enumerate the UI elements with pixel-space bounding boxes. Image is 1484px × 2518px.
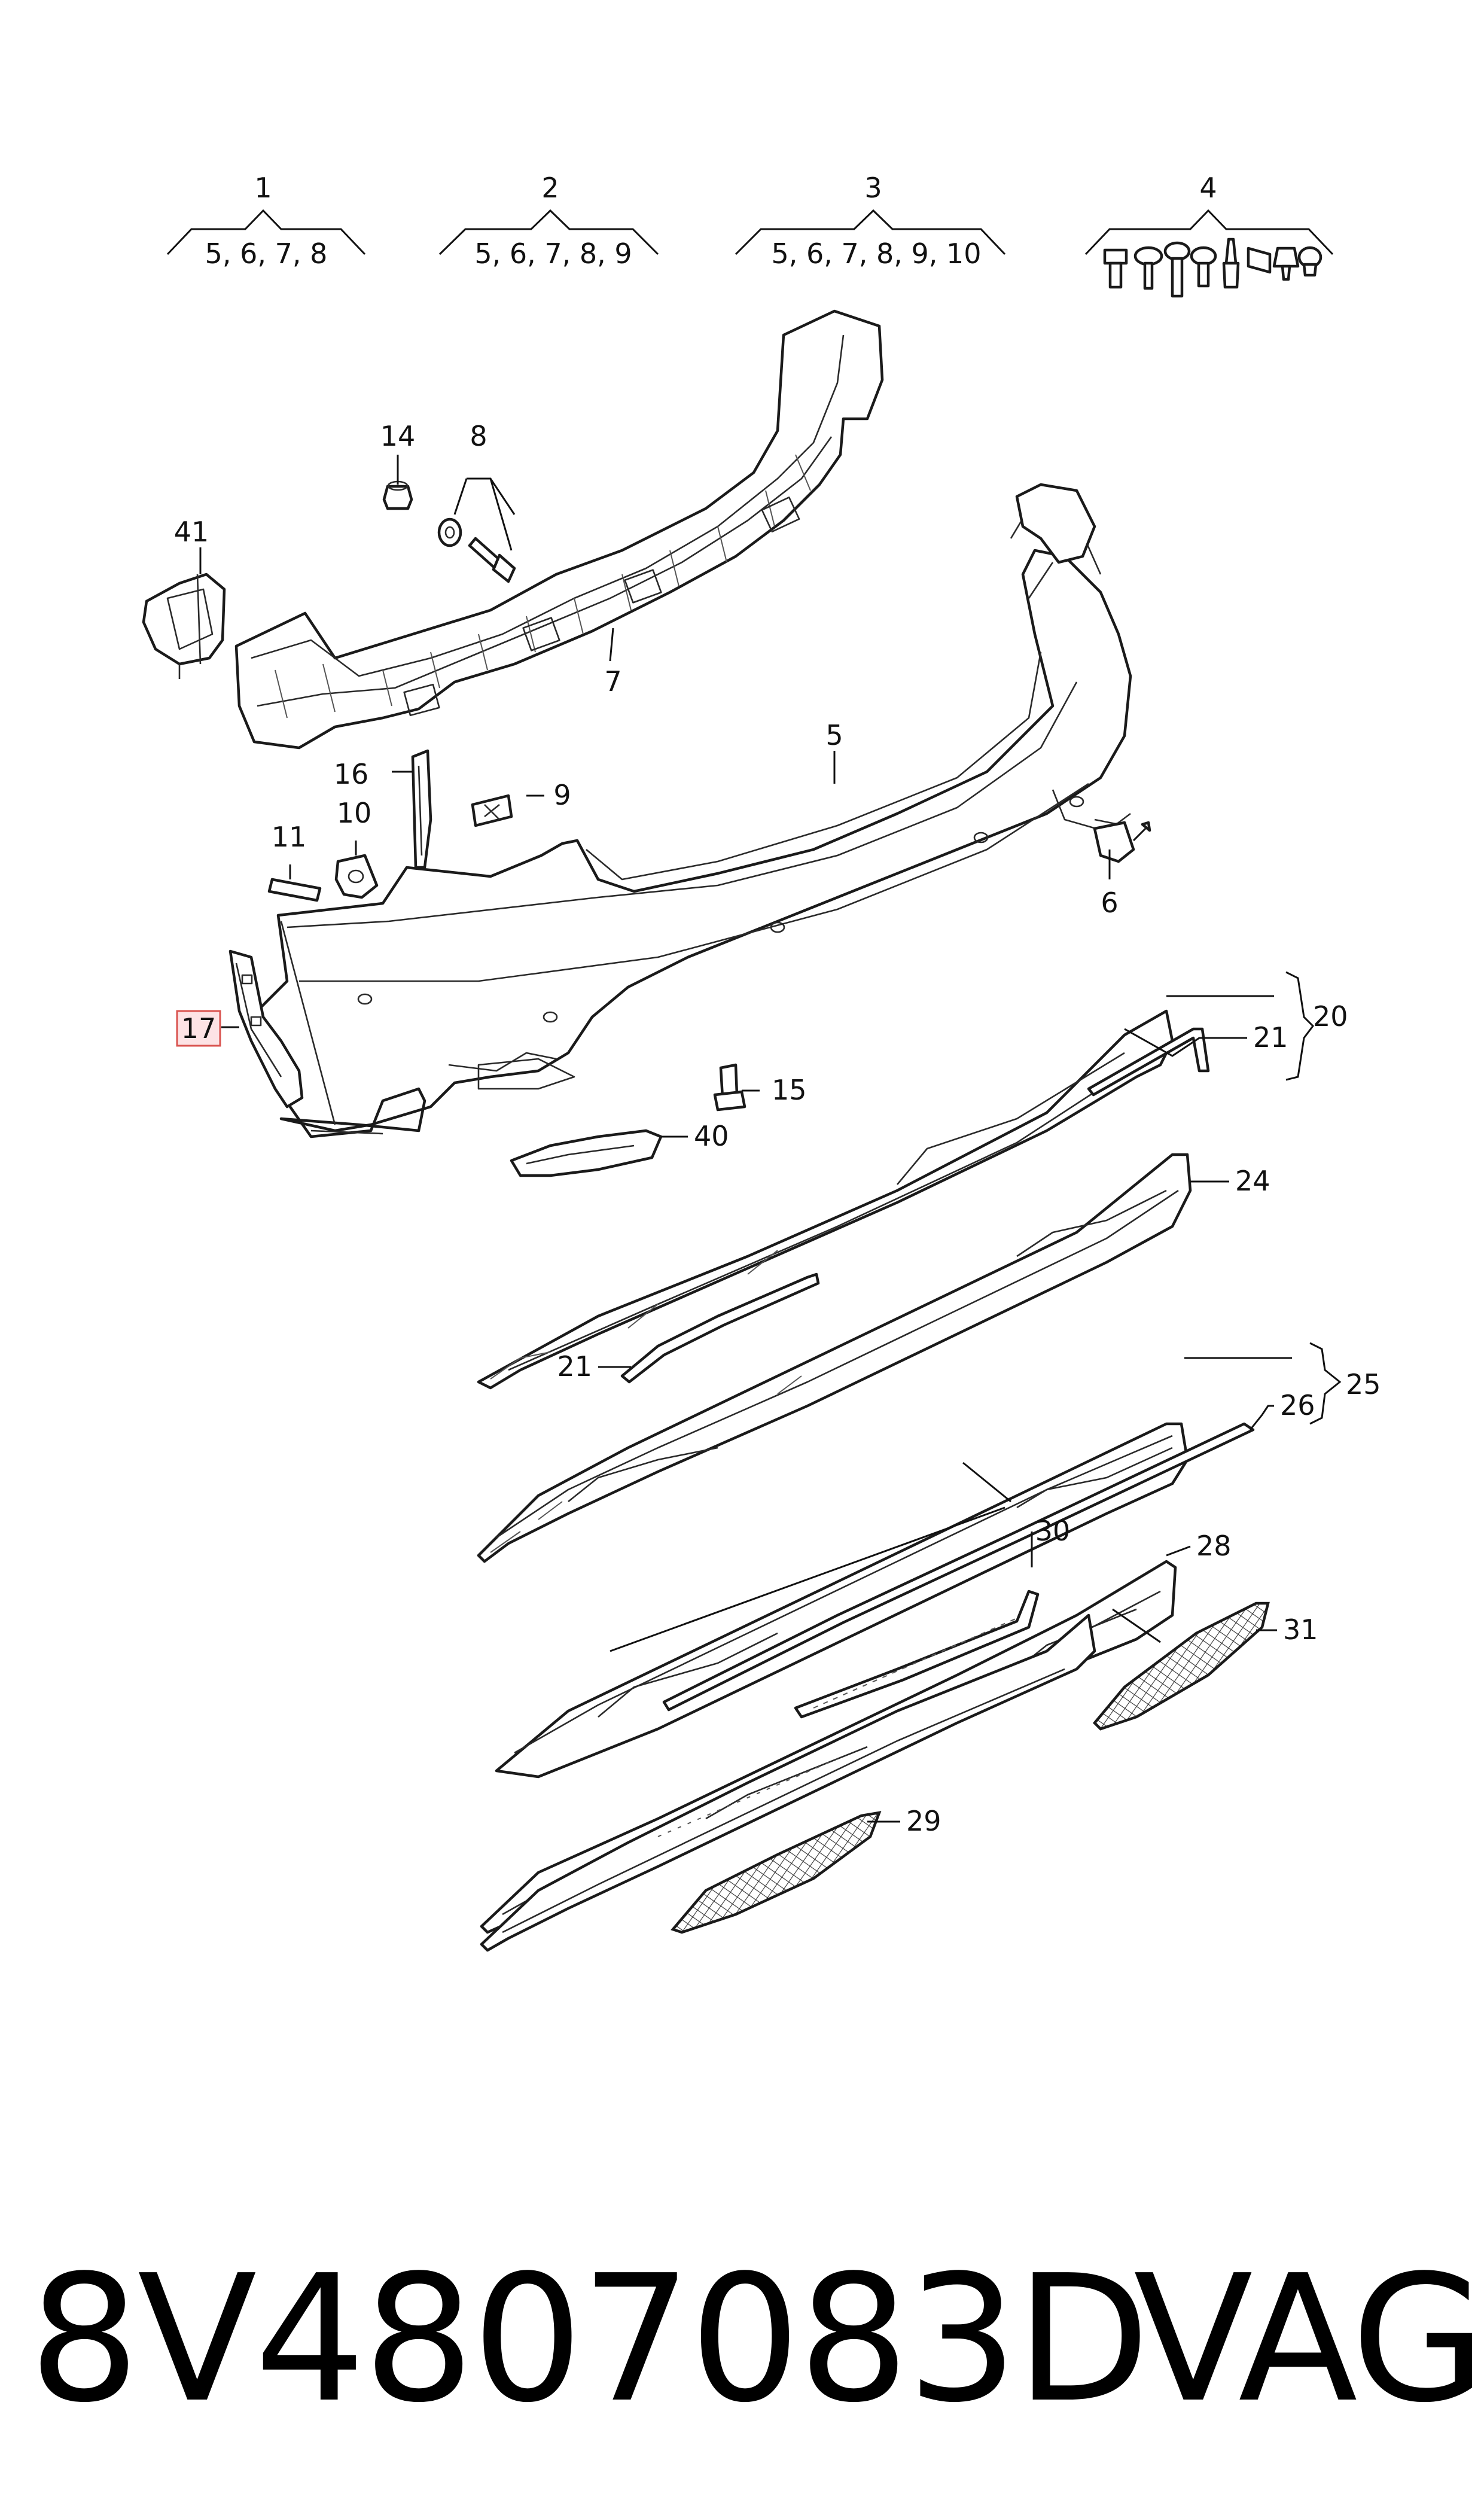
- callout-8: 8: [470, 420, 487, 452]
- clip-part-9: [471, 794, 513, 827]
- group-contents: 5, 6, 7, 8, 9, 10: [771, 238, 981, 270]
- callout-15: 15: [772, 1074, 807, 1106]
- group-contents: 5, 6, 7, 8: [205, 238, 328, 270]
- bumper-cover-part-5: [249, 483, 1132, 1138]
- strip-part-11: [267, 878, 322, 902]
- group-number: 1: [254, 172, 272, 204]
- group-header-4: 4: [1084, 172, 1334, 298]
- callout-24: 24: [1235, 1165, 1270, 1197]
- brand-name: VAG: [1133, 2237, 1484, 2441]
- callout-29: 29: [906, 1805, 941, 1837]
- callout-40: 40: [694, 1120, 729, 1152]
- highlight-box: [176, 1010, 221, 1047]
- part-number: 8V4807083D: [29, 2237, 1150, 2441]
- washer-bolt-part-8: [437, 517, 516, 583]
- callout-20: 20: [1313, 1000, 1348, 1033]
- trim-strip-part-21-lower: [620, 1272, 820, 1384]
- nut-part-14: [382, 480, 413, 510]
- diffuser-lower: [480, 1613, 1096, 1952]
- trim-strip-part-21-upper: [1087, 1027, 1210, 1097]
- group-header-2: 2 5, 6, 7, 8, 9: [438, 172, 659, 270]
- mesh-grille-part-29: [671, 1811, 882, 1934]
- callout-25: 25: [1346, 1368, 1381, 1400]
- callout-41: 41: [174, 516, 209, 548]
- leader-lines: [199, 455, 1342, 1823]
- callout-21-lower: 21: [557, 1350, 592, 1383]
- diffuser-part-24: [477, 1153, 1192, 1563]
- callout-28: 28: [1196, 1530, 1232, 1562]
- mesh-grille-part-31: [1092, 1601, 1270, 1731]
- grommet-part-10: [334, 854, 379, 899]
- group-number: 3: [864, 172, 882, 204]
- callout-17: 17: [181, 1012, 217, 1045]
- callout-9: 9: [553, 779, 571, 811]
- bracket-part-41: [142, 573, 226, 679]
- callout-16: 16: [334, 758, 369, 790]
- tow-hook-cap-part-6: [1093, 821, 1151, 863]
- callout-11: 11: [272, 821, 307, 853]
- trim-strip-part-26: [662, 1422, 1255, 1712]
- bolt-part-15: [713, 1063, 746, 1112]
- group-number: 4: [1199, 172, 1217, 204]
- callout-6: 6: [1101, 887, 1118, 919]
- strip-part-30: [794, 1590, 1040, 1719]
- callout-31: 31: [1283, 1613, 1318, 1646]
- callout-21-upper: 21: [1253, 1021, 1288, 1054]
- guide-part-17: [228, 949, 304, 1109]
- bumper-carrier-part-7: [234, 309, 884, 750]
- callout-17-highlight: 17: [176, 1010, 221, 1047]
- reflector-part-40: [510, 1129, 663, 1177]
- callout-10: 10: [337, 797, 372, 829]
- group-header-1: 1 5, 6, 7, 8: [166, 172, 366, 270]
- callout-30: 30: [1035, 1515, 1071, 1547]
- callout-7: 7: [604, 665, 621, 698]
- group-contents: 5, 6, 7, 8, 9: [474, 238, 632, 270]
- callout-14: 14: [380, 420, 416, 452]
- callout-labels: 5 6 7 8 9 10 11 14 15 16 17 20 21 21 24 …: [174, 420, 1381, 1837]
- callout-5: 5: [825, 719, 843, 751]
- footer: 8V4807083D VAG: [0, 2249, 1484, 2429]
- bracket-part-16: [411, 749, 432, 869]
- diffuser-assembly-part-20: [477, 1009, 1174, 1390]
- callout-26: 26: [1280, 1389, 1315, 1421]
- group-header-3: 3 5, 6, 7, 8, 9, 10: [735, 172, 1006, 270]
- group-number: 2: [541, 172, 559, 204]
- fastener-set-icons: [1103, 238, 1323, 298]
